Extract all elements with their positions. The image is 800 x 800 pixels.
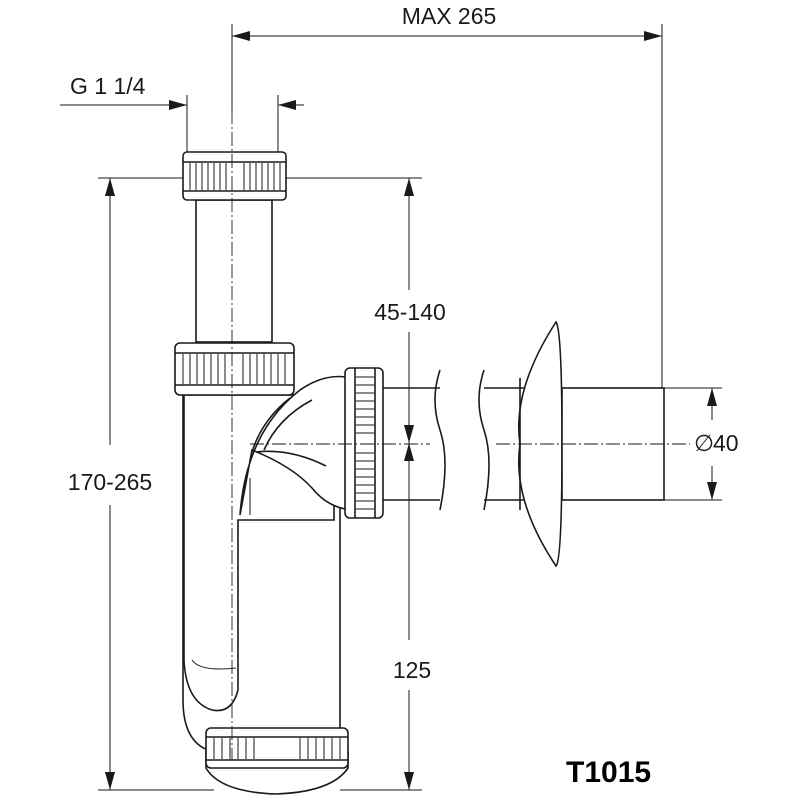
dimension-outlet-height: 45-140 125 [286,177,446,791]
diameter-symbol: ∅ [694,430,714,456]
middle-nut-knurl [182,354,286,384]
bottom-cap [205,727,349,795]
outlet-pipe [383,369,528,511]
inlet-pipe [195,199,273,343]
top-nut [182,151,287,201]
thread-label: G 1 1/4 [70,73,146,99]
outlet-height-label: 45-140 [374,299,446,325]
dimension-thread: G 1 1/4 [60,73,304,152]
trap-body [174,151,384,795]
dimension-overall-height: 170-265 [68,177,214,791]
outlet-nut-knurl [356,376,374,510]
top-nut-knurl [189,163,281,190]
bottom-cap-knurl [213,738,341,759]
overall-height-label: 170-265 [68,469,152,495]
max-length-label: MAX 265 [402,3,497,29]
diameter-label: 40 [713,430,739,456]
model-number: T1015 [566,756,651,789]
dimension-max-length: MAX 265 [231,3,663,390]
dimension-diameter: ∅ 40 [664,387,739,501]
center-lines [231,110,690,760]
middle-nut [174,342,295,396]
outlet-nut [344,367,384,519]
bottom-height-label: 125 [393,657,431,683]
